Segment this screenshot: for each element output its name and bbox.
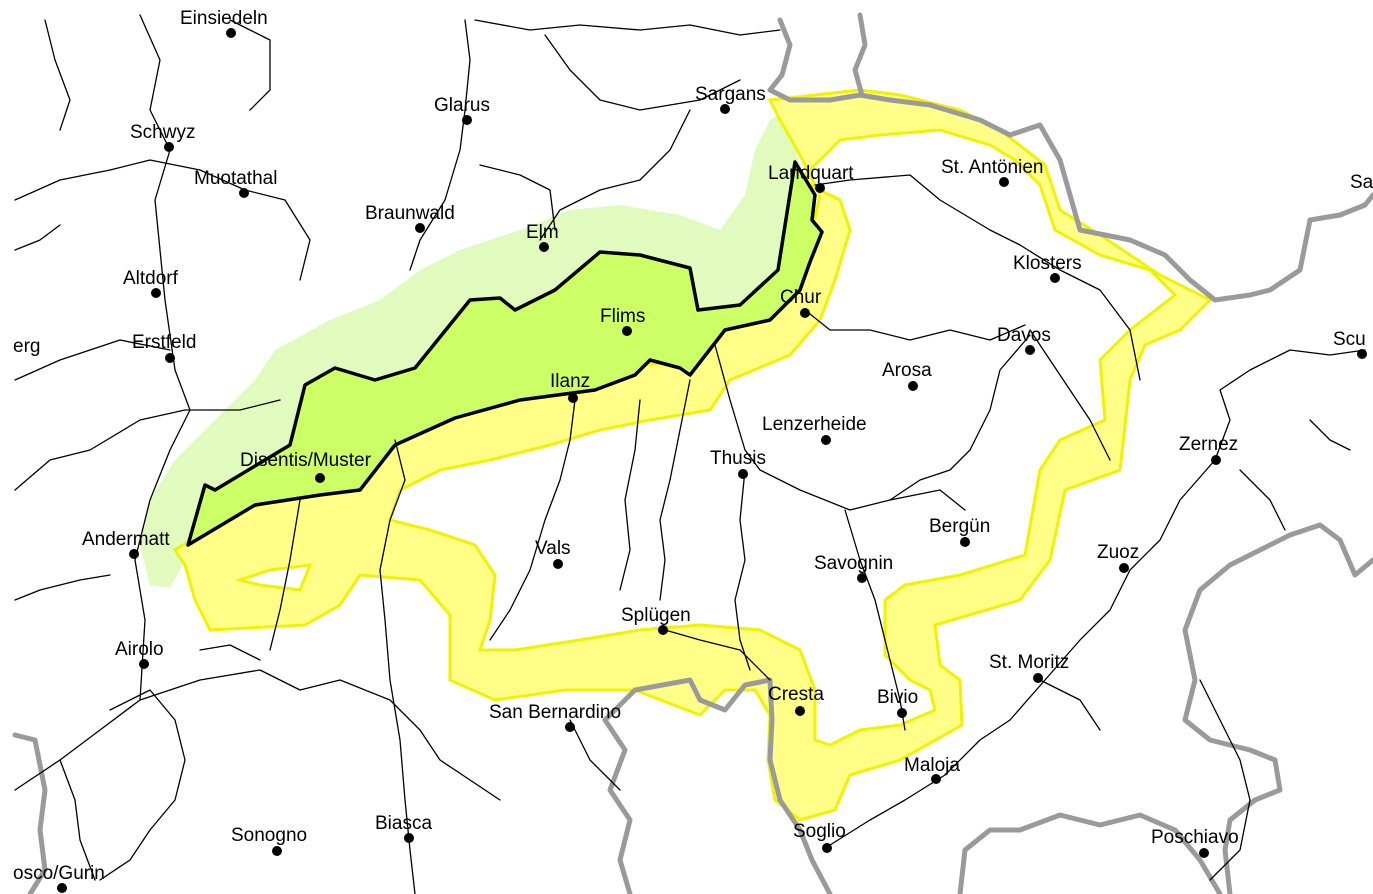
town-poschiavo[interactable]: Poschiavo xyxy=(1151,827,1239,858)
town-scuol[interactable]: Scu xyxy=(1333,329,1367,359)
town-label-schwyz: Schwyz xyxy=(130,122,195,143)
town-vals[interactable]: Vals xyxy=(535,538,571,569)
town-label-cresta: Cresta xyxy=(768,684,824,705)
town-erstfeld[interactable]: Erstfeld xyxy=(132,332,196,363)
town-label-erstfeld: Erstfeld xyxy=(132,332,196,353)
town-label-altdorf: Altdorf xyxy=(123,268,179,289)
town-label-sonogno: Sonogno xyxy=(231,825,307,846)
town-label-zuoz: Zuoz xyxy=(1097,542,1139,563)
core-zone xyxy=(186,160,824,547)
town-label-st-moritz: St. Moritz xyxy=(989,652,1069,673)
town-label-bivio: Bivio xyxy=(877,687,918,708)
town-sonogno[interactable]: Sonogno xyxy=(231,825,307,856)
town-label-san-bernardino: San Bernardino xyxy=(489,702,621,723)
town-chur[interactable]: Chur xyxy=(780,287,822,318)
town-einsiedeln[interactable]: Einsiedeln xyxy=(180,8,268,38)
town-label-elm: Elm xyxy=(526,222,559,243)
town-savognin[interactable]: Savognin xyxy=(814,553,893,583)
town-label-flims: Flims xyxy=(600,306,645,327)
town-san-bernardino[interactable]: San Bernardino xyxy=(489,702,621,732)
town-st-moritz[interactable]: St. Moritz xyxy=(989,652,1069,683)
town-airolo[interactable]: Airolo xyxy=(115,639,164,669)
town-label-andermatt: Andermatt xyxy=(82,529,170,550)
town-biasca[interactable]: Biasca xyxy=(375,813,432,843)
town-ilanz[interactable]: Ilanz xyxy=(550,371,590,403)
town-bosco-gurin[interactable]: osco/Gurin xyxy=(13,863,105,893)
town-label-scuol: Scu xyxy=(1333,329,1366,350)
town-thusis[interactable]: Thusis xyxy=(710,448,766,479)
town-maloja[interactable]: Maloja xyxy=(904,755,960,784)
town-zuoz[interactable]: Zuoz xyxy=(1097,542,1139,573)
town-label-arosa: Arosa xyxy=(882,360,932,381)
national-border xyxy=(12,12,1373,894)
town-label-klosters: Klosters xyxy=(1013,253,1082,274)
town-label-ilanz: Ilanz xyxy=(550,371,590,392)
town-sargans[interactable]: Sargans xyxy=(695,84,766,114)
town-label-landquart: Landquart xyxy=(768,163,854,184)
town-label-muotathal: Muotathal xyxy=(194,168,277,189)
town-label-braunwald: Braunwald xyxy=(365,203,455,224)
town-label-glarus: Glarus xyxy=(434,95,490,116)
town-davos[interactable]: Davos xyxy=(997,325,1051,355)
towns-layer: Einsiedeln Schwyz Muotathal Altdorf Erst… xyxy=(13,8,1373,893)
town-berg[interactable]: erg xyxy=(13,336,40,357)
town-label-einsiedeln: Einsiedeln xyxy=(180,8,268,29)
town-label-chur: Chur xyxy=(780,287,822,308)
town-sa[interactable]: Sa xyxy=(1350,172,1373,193)
town-label-sa: Sa xyxy=(1350,172,1373,193)
town-braunwald[interactable]: Braunwald xyxy=(365,203,455,233)
town-flims[interactable]: Flims xyxy=(600,306,645,336)
town-label-airolo: Airolo xyxy=(115,639,164,660)
town-soglio[interactable]: Soglio xyxy=(793,821,846,853)
river-network xyxy=(14,14,1366,894)
town-altdorf[interactable]: Altdorf xyxy=(123,268,179,298)
town-label-lenzerheide: Lenzerheide xyxy=(762,414,867,435)
town-schwyz[interactable]: Schwyz xyxy=(130,122,195,152)
town-label-berguen: Bergün xyxy=(929,516,990,537)
town-elm[interactable]: Elm xyxy=(526,222,559,252)
town-label-soglio: Soglio xyxy=(793,821,846,842)
town-disentis[interactable]: Disentis/Muster xyxy=(240,450,372,483)
town-label-berg: erg xyxy=(13,336,40,357)
town-label-savognin: Savognin xyxy=(814,553,893,574)
town-andermatt[interactable]: Andermatt xyxy=(82,529,170,559)
town-spluegen[interactable]: Splügen xyxy=(621,605,691,635)
town-label-biasca: Biasca xyxy=(375,813,432,834)
town-landquart[interactable]: Landquart xyxy=(768,163,854,193)
town-label-poschiavo: Poschiavo xyxy=(1151,827,1239,848)
town-label-spluegen: Splügen xyxy=(621,605,691,626)
town-st-antoenien[interactable]: St. Antönien xyxy=(941,157,1043,187)
town-arosa[interactable]: Arosa xyxy=(882,360,932,391)
town-lenzerheide[interactable]: Lenzerheide xyxy=(762,414,867,445)
town-bivio[interactable]: Bivio xyxy=(877,687,918,718)
town-label-zernez: Zernez xyxy=(1179,434,1238,455)
town-label-bosco-gurin: osco/Gurin xyxy=(13,863,105,884)
town-label-vals: Vals xyxy=(535,538,571,559)
town-label-davos: Davos xyxy=(997,325,1051,346)
town-klosters[interactable]: Klosters xyxy=(1013,253,1082,283)
town-muotathal[interactable]: Muotathal xyxy=(194,168,277,198)
town-zernez[interactable]: Zernez xyxy=(1179,434,1238,465)
town-label-thusis: Thusis xyxy=(710,448,766,469)
town-label-maloja: Maloja xyxy=(904,755,960,776)
town-label-disentis: Disentis/Muster xyxy=(240,450,372,471)
town-berguen[interactable]: Bergün xyxy=(929,516,990,547)
town-cresta[interactable]: Cresta xyxy=(768,684,824,716)
town-label-st-antoenien: St. Antönien xyxy=(941,157,1043,178)
town-label-sargans: Sargans xyxy=(695,84,766,105)
town-glarus[interactable]: Glarus xyxy=(434,95,490,125)
